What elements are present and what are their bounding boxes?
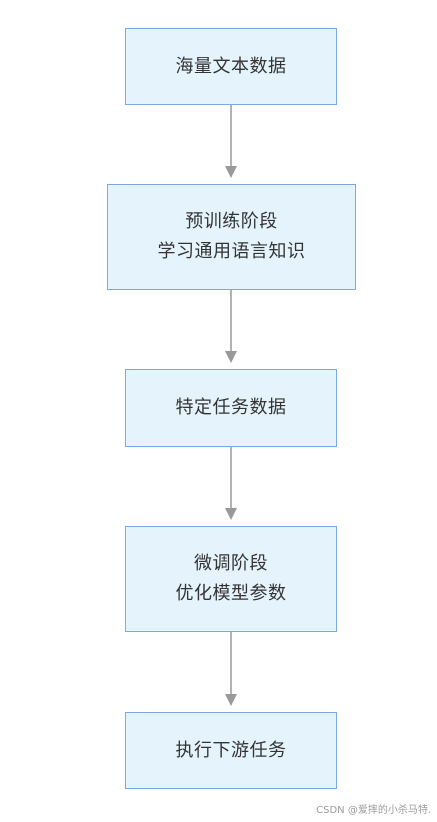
node-subtitle: 学习通用语言知识 <box>157 241 306 262</box>
node-title: 预训练阶段 <box>185 211 278 232</box>
node-label: 特定任务数据 <box>175 397 287 418</box>
csdn-watermark: CSDN @爱摔的小杀马特. <box>316 805 431 816</box>
node-label: 海量文本数据 <box>175 55 287 77</box>
node-subtitle: 优化模型参数 <box>175 583 287 604</box>
node-title: 微调阶段 <box>194 553 268 574</box>
node-task-specific-data: 特定任务数据 <box>125 369 337 447</box>
node-label: 执行下游任务 <box>175 739 287 761</box>
node-massive-text-data: 海量文本数据 <box>125 28 337 105</box>
node-finetuning-stage: 微调阶段 优化模型参数 <box>125 526 337 632</box>
node-pretraining-stage: 预训练阶段 学习通用语言知识 <box>107 184 356 290</box>
node-downstream-tasks: 执行下游任务 <box>125 712 337 789</box>
